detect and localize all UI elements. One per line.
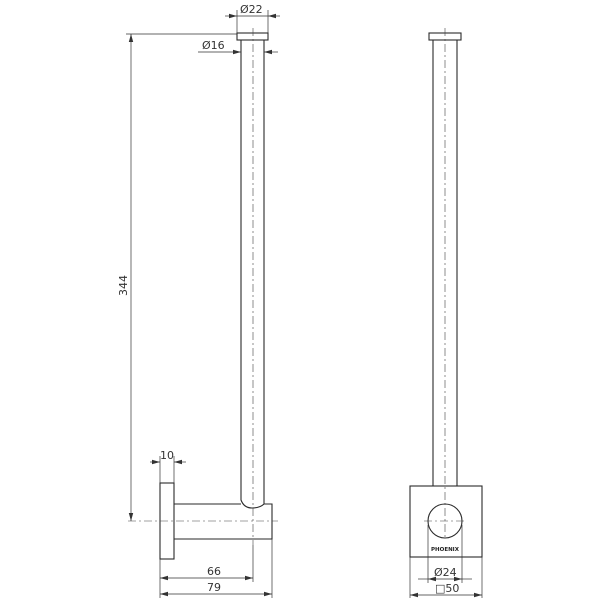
dim-height: 344	[117, 33, 237, 521]
overall-depth-label: 79	[207, 581, 221, 594]
cap	[236, 32, 269, 41]
rosette-diameter-label: Ø24	[434, 566, 457, 579]
phoenix-logo: PHOENIX	[431, 547, 460, 553]
dim-cap-diameter: Ø22	[225, 3, 280, 33]
tube	[240, 40, 265, 509]
dim-depth: 66 79	[159, 539, 273, 598]
tube-diameter-label: Ø16	[202, 39, 225, 52]
dim-tube-diameter: Ø16	[198, 39, 278, 55]
square-plate	[409, 485, 483, 558]
arm-to-center-label: 66	[207, 565, 221, 578]
side-view: Ø22 Ø16 344 10 66	[117, 3, 280, 598]
tube	[432, 40, 458, 486]
dim-plate-thickness: 10	[150, 449, 186, 483]
dim-plate-square: □50	[409, 557, 483, 598]
plate-square-label: □50	[435, 582, 459, 595]
front-view: PHOENIX Ø24 □50	[409, 28, 483, 598]
cap-diameter-label: Ø22	[240, 3, 263, 16]
arm	[174, 503, 273, 540]
dim-rosette-diameter: Ø24	[418, 525, 472, 583]
plate-thickness-label: 10	[160, 449, 174, 462]
height-label: 344	[117, 275, 130, 296]
